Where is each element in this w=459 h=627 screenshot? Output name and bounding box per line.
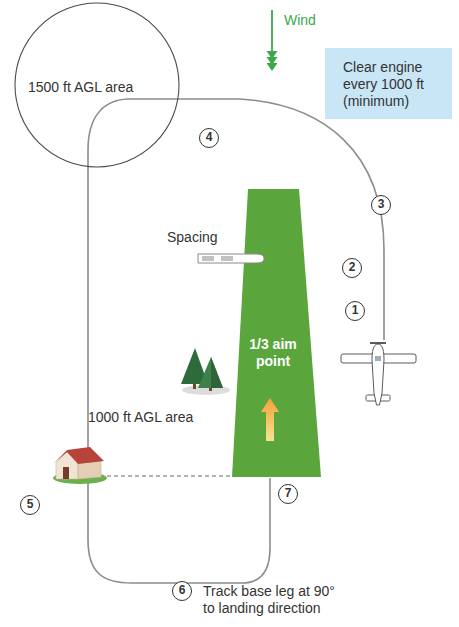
base-turn-reference-line [100, 475, 232, 477]
box-fill [325, 48, 452, 119]
wing-hatching [203, 256, 232, 261]
aircraft-tailplane [366, 395, 390, 401]
aircraft-propeller [370, 342, 386, 344]
callout-number: 6 [172, 581, 192, 601]
runway-strip: 1/3 aim point [232, 189, 321, 477]
spacing-label: Spacing [167, 229, 237, 246]
aircraft-fuselage [372, 344, 384, 405]
aircraft-top-view [341, 343, 416, 405]
callout-number: 2 [342, 258, 362, 278]
callout-number: 4 [199, 128, 219, 148]
wind-arrow-head [267, 63, 278, 71]
callout-number: 1 [345, 301, 365, 321]
callout-number: 3 [371, 195, 391, 215]
wind-label: Wind [284, 12, 344, 29]
runway-strip-outline [232, 189, 321, 477]
node-label: 1500 ft AGL area [28, 79, 178, 96]
altitude-area-circle: 1500 ft AGL area [14, 2, 180, 168]
node-label: 1/3 aim point [242, 336, 304, 370]
node-label: Clear engine every 1000 ft (minimum) [343, 59, 443, 110]
base-leg-note: Track base leg at 90° to landing directi… [203, 583, 348, 617]
circle-outline [15, 3, 179, 167]
house-door [63, 467, 69, 479]
callout-number: 5 [20, 495, 40, 515]
callout-number: 7 [278, 484, 298, 504]
conifer-tree-shade [211, 357, 223, 388]
aircraft-wing [341, 354, 416, 363]
aircraft-cockpit [375, 356, 381, 361]
trees [181, 348, 230, 395]
house [53, 447, 107, 484]
circuit-track [88, 99, 384, 583]
wind-arrow [267, 10, 278, 71]
house-roof [53, 447, 104, 464]
runway-surface [232, 189, 321, 477]
conifer-tree [198, 357, 223, 388]
house-side-wall [78, 461, 101, 479]
note-box: Clear engine every 1000 ft (minimum) [325, 48, 452, 119]
area-label: 1000 ft AGL area [88, 409, 228, 426]
